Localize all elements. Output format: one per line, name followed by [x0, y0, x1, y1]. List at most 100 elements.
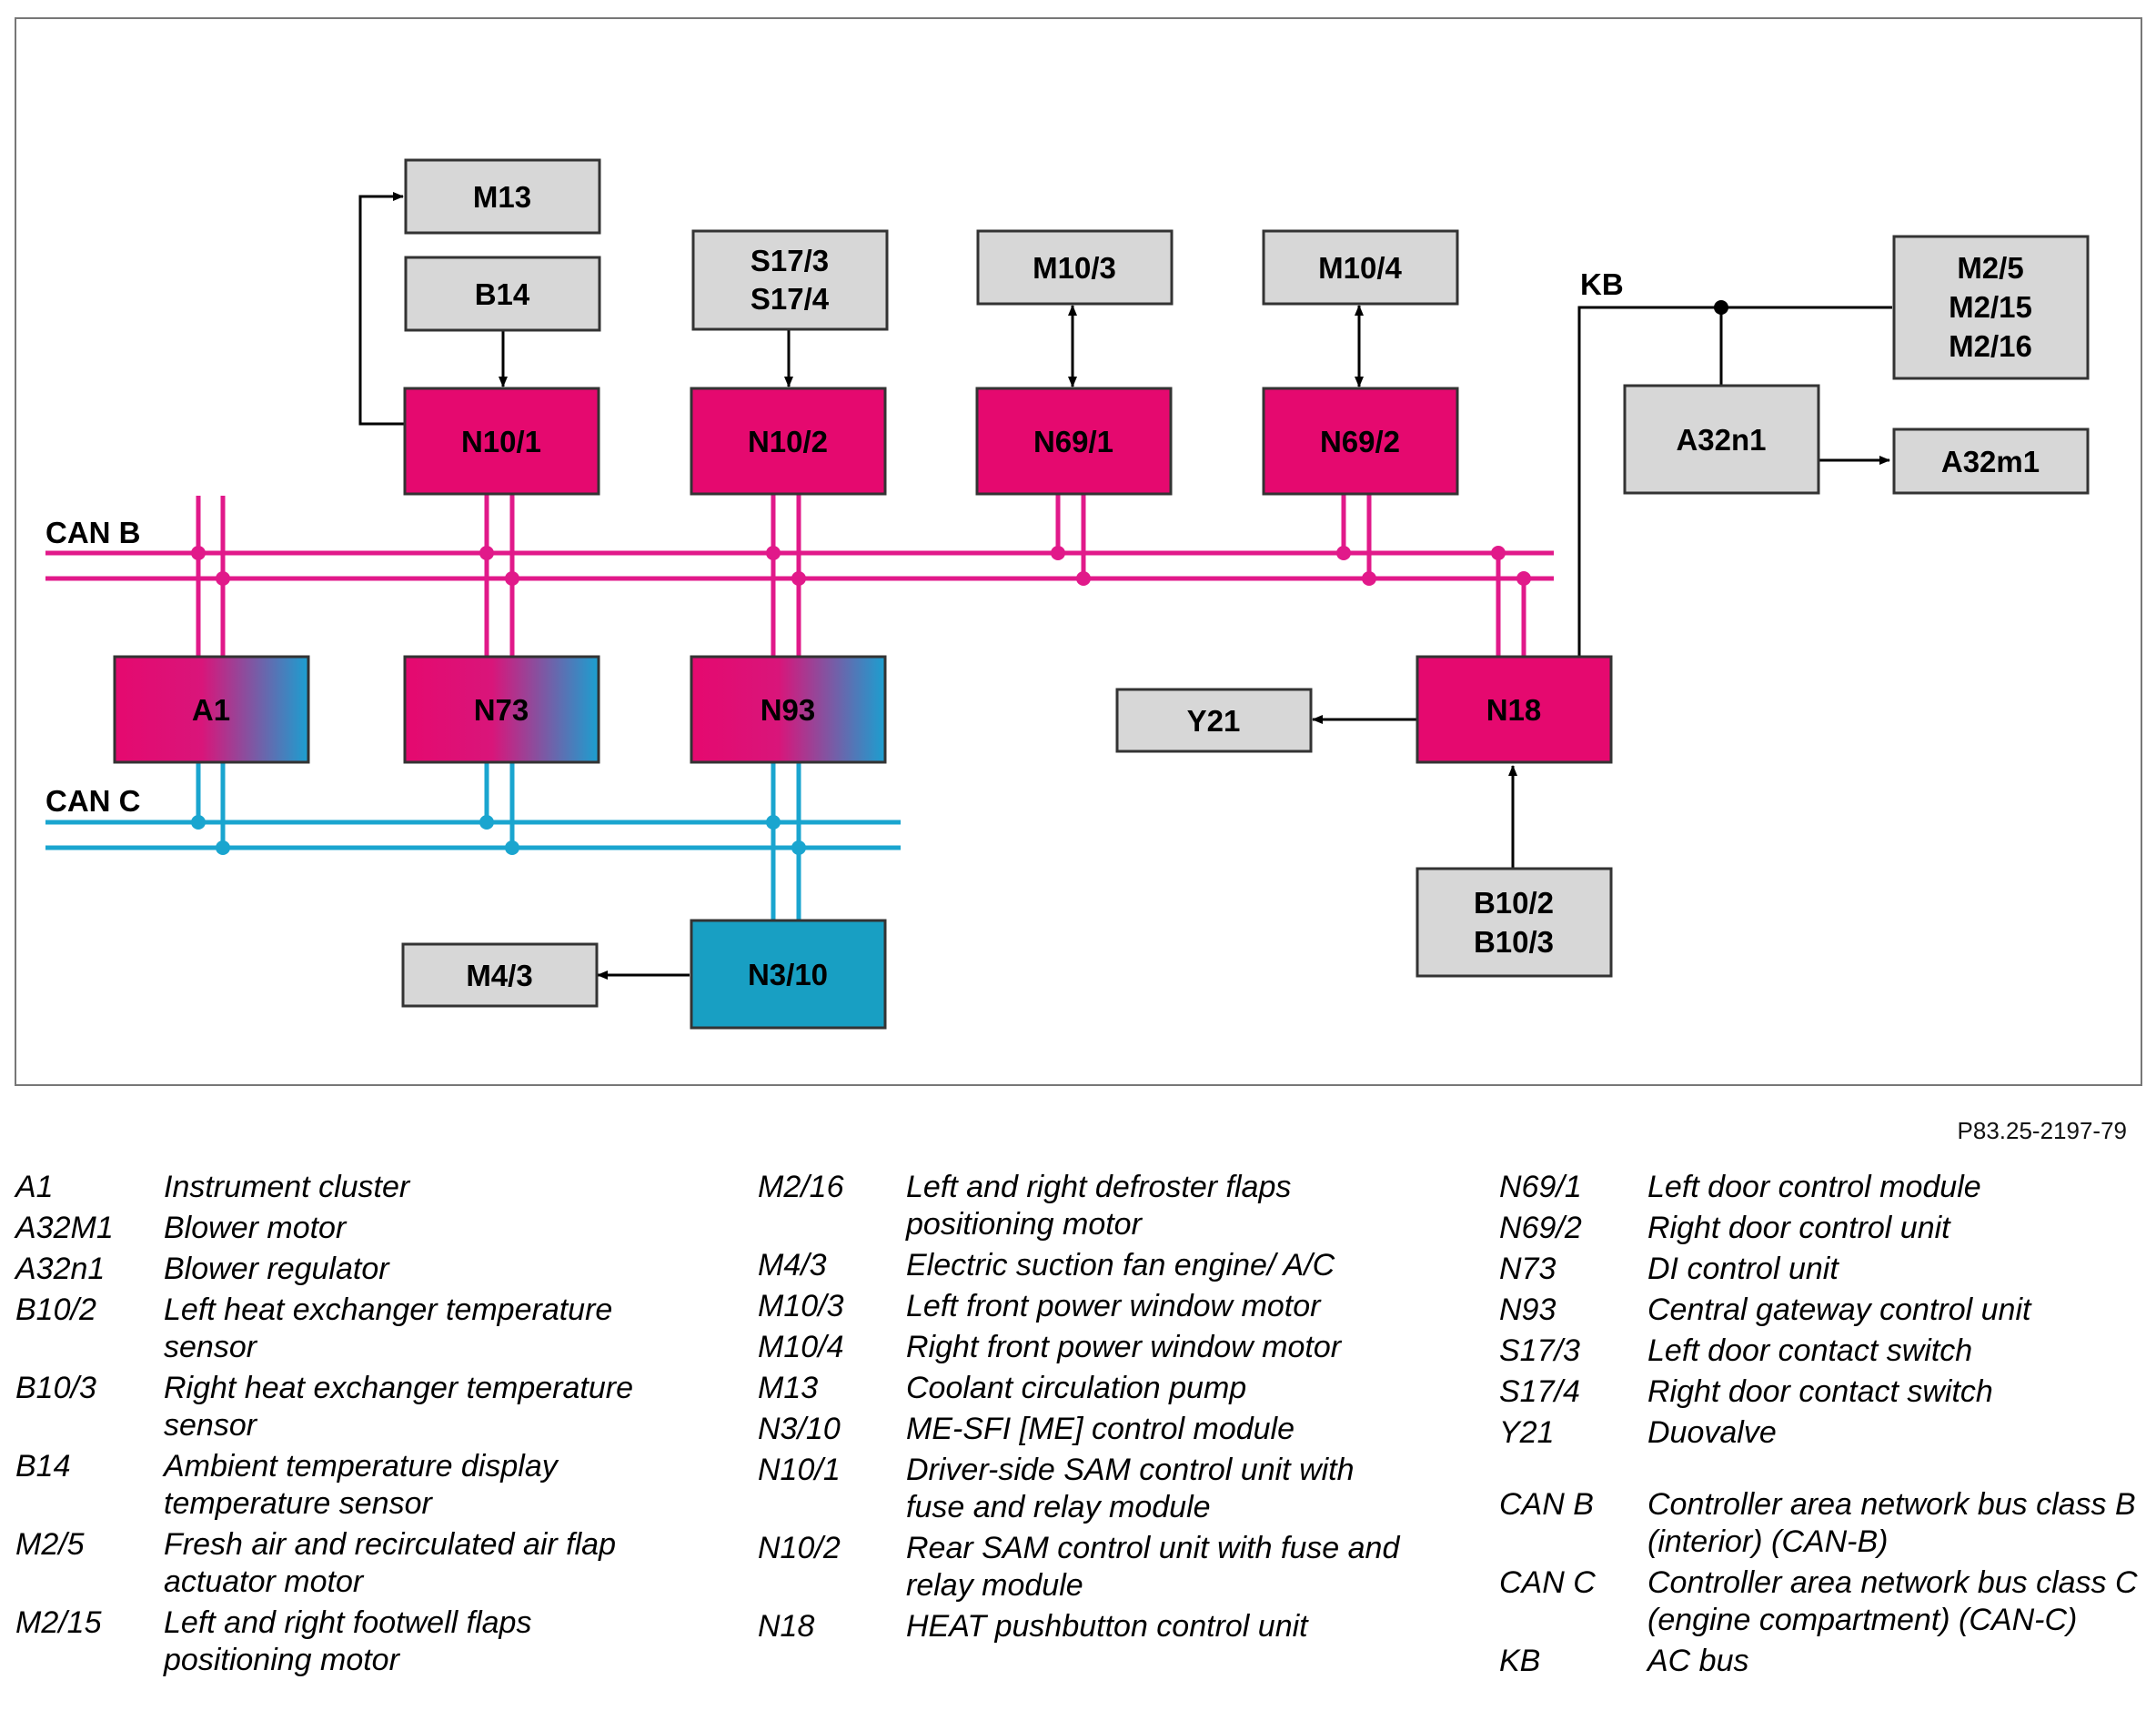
m4-3-box: [401, 942, 599, 1008]
legend-abbr: KB: [1499, 1644, 1541, 1678]
legend-abbr: M2/16: [758, 1170, 844, 1204]
n3-10-label: N3/10: [748, 958, 828, 991]
gateway-modules: [113, 655, 887, 764]
legend-desc: Left and right footwell flaps positionin…: [164, 1605, 532, 1677]
m10-3-box: [976, 229, 1174, 306]
legend-abbr: M2/5: [15, 1527, 85, 1562]
legend-desc: Left and right defroster flaps positioni…: [906, 1170, 1292, 1242]
legend-spacer: [1499, 1455, 2154, 1486]
m10-3-label: M10/3: [1033, 251, 1116, 285]
kb-label: KB: [1580, 267, 1624, 301]
n10-1-label: N10/1: [461, 425, 541, 458]
m2-16-label: M2/16: [1949, 329, 2032, 363]
legend-abbr: N3/10: [758, 1412, 841, 1446]
legend-abbr: M4/3: [758, 1248, 827, 1282]
m4-3-label: M4/3: [466, 959, 532, 992]
n69-2-label: N69/2: [1320, 425, 1400, 458]
legend-desc: Instrument cluster: [164, 1170, 410, 1204]
legend-abbr: S17/4: [1499, 1374, 1580, 1409]
b10-2-label: B10/2: [1474, 886, 1554, 920]
legend-entry: M2/16 Left and right defroster flaps posi…: [758, 1169, 1413, 1243]
legend-column-2: M2/16 Left and right defroster flaps posi…: [758, 1169, 1413, 1649]
a32n1-label: A32n1: [1676, 423, 1766, 457]
legend-desc: AC bus: [1647, 1644, 1749, 1678]
legend-desc: Left door contact switch: [1647, 1333, 1973, 1368]
legend-abbr: A1: [15, 1170, 54, 1204]
legend-desc: ME-SFI [ME] control module: [906, 1412, 1295, 1446]
legend-desc: Right heat exchanger temperature sensor: [164, 1371, 633, 1443]
legend-desc: Right door contact switch: [1647, 1374, 1993, 1409]
legend-desc: Left door control module: [1647, 1170, 1981, 1204]
legend-entry: N93 Central gateway control unit: [1499, 1292, 2154, 1329]
legend-desc: Right front power window motor: [906, 1330, 1342, 1364]
signal-lines: [358, 192, 1892, 980]
m10-4-box: [1262, 229, 1459, 306]
n69-1-label: N69/1: [1033, 425, 1113, 458]
legend-abbr: N69/2: [1499, 1211, 1582, 1245]
legend-abbr: N69/1: [1499, 1170, 1582, 1204]
legend-entry: A1 Instrument cluster: [15, 1169, 652, 1206]
legend-desc: Fresh air and recirculated air flap actu…: [164, 1527, 617, 1599]
s17-4-label: S17/4: [751, 282, 830, 316]
s17-3-label: S17/3: [751, 244, 829, 277]
y21-box: [1115, 688, 1313, 753]
legend-desc: HEAT pushbutton control unit: [906, 1609, 1308, 1644]
document-code: P83.25-2197-79: [1958, 1117, 2127, 1144]
kb-junction: [1714, 300, 1728, 315]
b14-box: [404, 256, 601, 332]
legend-abbr: N10/1: [758, 1453, 841, 1487]
legend-abbr: CAN C: [1499, 1565, 1596, 1600]
legend-desc: Rear SAM control unit with fuse and rela…: [906, 1531, 1400, 1603]
legend-desc: Controller area network bus class B (int…: [1647, 1487, 2136, 1559]
can-c-label: CAN C: [45, 784, 141, 818]
m2-15-label: M2/15: [1949, 290, 2032, 324]
legend-abbr: M13: [758, 1371, 819, 1405]
legend-desc: Blower regulator: [164, 1252, 389, 1286]
n93-box: [690, 655, 887, 764]
n10-1-box: [403, 387, 600, 496]
n93-label: N93: [761, 693, 816, 727]
legend-desc: DI control unit: [1647, 1252, 1839, 1286]
b10-box: [1416, 867, 1613, 978]
a32m1-box: [1892, 427, 2090, 495]
legend-abbr: N93: [1499, 1293, 1557, 1327]
legend-abbr: A32M1: [15, 1211, 114, 1245]
y21-label: Y21: [1187, 704, 1241, 738]
m2-5-label: M2/5: [1957, 251, 2023, 285]
legend-entry: A32n1 Blower regulator: [15, 1251, 652, 1288]
n18-box: [1416, 655, 1613, 764]
legend-desc: Coolant circulation pump: [906, 1371, 1247, 1405]
b14-label: B14: [475, 277, 530, 311]
a1-label: A1: [192, 693, 230, 727]
legend-entry: N3/10 ME-SFI [ME] control module: [758, 1411, 1413, 1448]
legend-abbr: M2/15: [15, 1605, 102, 1640]
legend-entry: M13 Coolant circulation pump: [758, 1370, 1413, 1407]
legend-entry: KB AC bus: [1499, 1643, 2154, 1680]
can-b-bus: [45, 491, 1554, 657]
n10-2-label: N10/2: [748, 425, 828, 458]
legend-abbr: A32n1: [15, 1252, 106, 1286]
legend-desc: Left heat exchanger temperature sensor: [164, 1293, 613, 1364]
can-c-junctions: [191, 815, 806, 855]
legend-desc: Central gateway control unit: [1647, 1293, 2031, 1327]
legend-entry: M2/5 Fresh air and recirculated air flap …: [15, 1526, 652, 1601]
legend-desc: Right door control unit: [1647, 1211, 1950, 1245]
m2-box: [1892, 235, 2090, 380]
n3-10-box: [690, 919, 887, 1030]
legend-abbr: B14: [15, 1449, 71, 1484]
legend-abbr: M10/4: [758, 1330, 844, 1364]
legend-abbr: M10/3: [758, 1289, 844, 1323]
legend-abbr: B10/2: [15, 1293, 96, 1327]
